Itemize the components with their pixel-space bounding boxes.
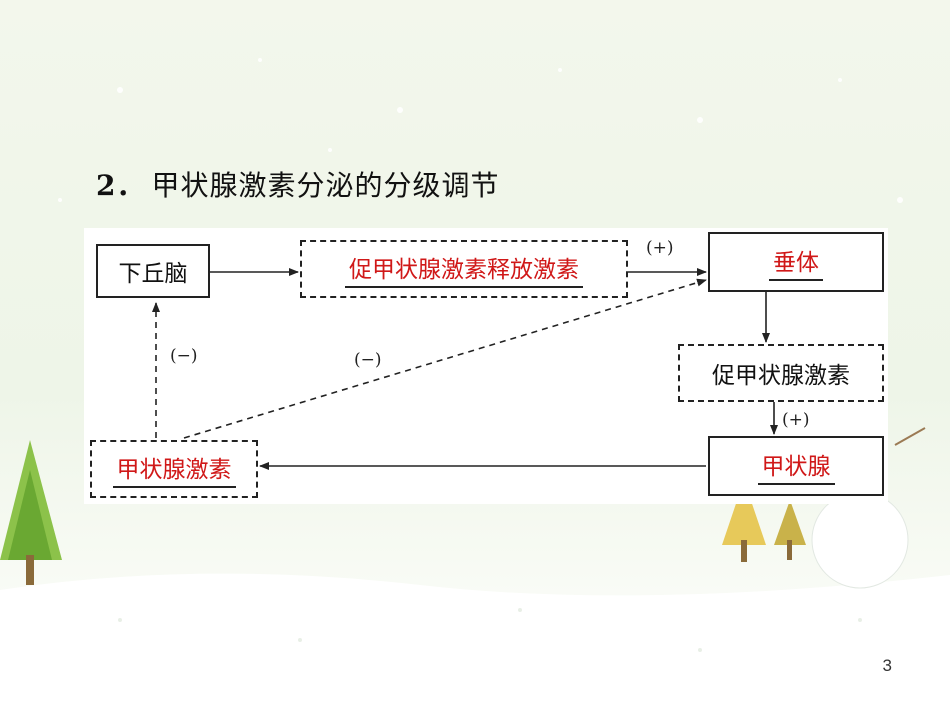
node-thyroid: 甲状腺 (708, 436, 884, 496)
feedback-to-pituitary (183, 278, 707, 439)
node-pituitary: 垂体 (708, 232, 884, 292)
regulation-diagram: 下丘脑 促甲状腺激素释放激素 垂体 促甲状腺激素 甲状腺 甲状腺激素 (+) (… (84, 228, 888, 504)
node-thyroid-hormone: 甲状腺激素 (90, 440, 258, 498)
tree-right-icon (722, 480, 806, 562)
node-hypothalamus-label: 下丘脑 (118, 261, 188, 287)
diagram-arrows (152, 268, 778, 470)
label-plus-right: (+) (782, 410, 810, 430)
label-plus-top: (+) (646, 238, 674, 258)
node-thyroid-hormone-label: 甲状腺激素 (112, 450, 236, 488)
node-hypothalamus: 下丘脑 (96, 244, 210, 298)
node-tsh-label: 促甲状腺激素 (712, 363, 850, 389)
title-number: 2． (96, 169, 146, 202)
title-text: 甲状腺激素分泌的分级调节 (151, 169, 500, 202)
label-minus-diagonal: (−) (354, 350, 382, 370)
page-number: 3 (882, 656, 892, 675)
node-trh-label: 促甲状腺激素释放激素 (345, 250, 583, 288)
slide-title: 2．甲状腺激素分泌的分级调节 (96, 164, 500, 204)
label-minus-left: (−) (170, 346, 198, 366)
node-trh: 促甲状腺激素释放激素 (300, 240, 628, 298)
node-pituitary-label: 垂体 (769, 243, 823, 281)
node-tsh: 促甲状腺激素 (678, 344, 884, 402)
tree-left-icon (0, 440, 62, 585)
node-thyroid-label: 甲状腺 (757, 447, 835, 485)
